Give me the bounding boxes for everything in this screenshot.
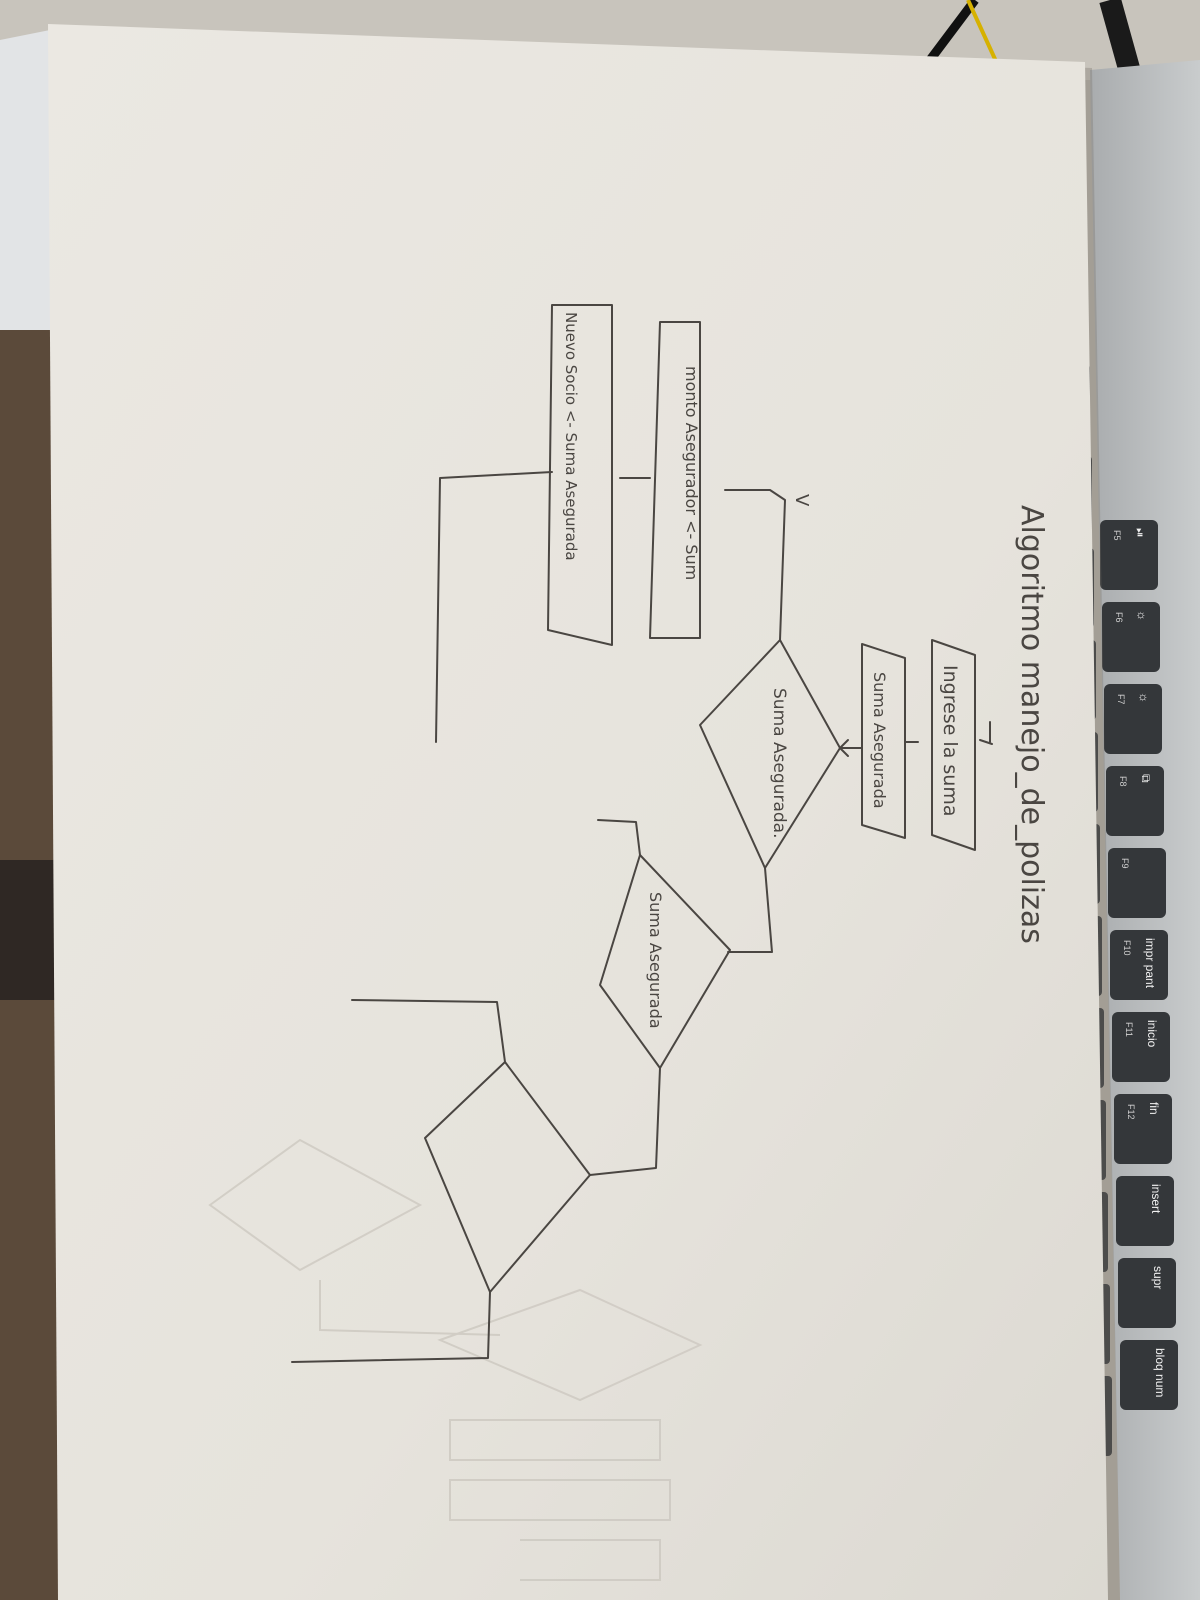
key-label: ☼ — [1137, 692, 1151, 703]
input-variable-text: Suma Asegurada — [870, 672, 889, 809]
decision-2-bottom-line — [589, 1067, 661, 1176]
key-cap — [1112, 1012, 1170, 1082]
assign-box-1 — [649, 321, 701, 639]
key-fn-label: F12 — [1126, 1104, 1136, 1120]
key-fn-label: F5 — [1112, 530, 1122, 541]
key-label: impr pant — [1143, 938, 1157, 989]
keyboard-key: ☼ F6 — [1102, 602, 1160, 672]
key-fn-label: F10 — [1122, 940, 1132, 956]
key-cap — [1110, 930, 1168, 1000]
key-label: inicio — [1145, 1020, 1159, 1048]
true-branch-mark: V — [791, 494, 812, 507]
keyboard-key: inicio F11 — [1112, 1012, 1170, 1082]
keyboard-key: F9 — [1108, 848, 1166, 918]
dark-floor-corner — [0, 860, 60, 1000]
decision-2-top-line — [597, 819, 641, 856]
key-fn-label: F6 — [1114, 612, 1124, 623]
decision-3-top-line — [351, 999, 506, 1063]
keyboard-key: insert — [1116, 1176, 1174, 1246]
key-fn-label: F9 — [1120, 858, 1130, 869]
keyboard-key: bloq num — [1120, 1340, 1178, 1410]
assign-1-text: monto Asegurador <- Sum — [682, 366, 701, 580]
key-cap — [1106, 766, 1164, 836]
keyboard-key: ☼ F7 — [1104, 684, 1162, 754]
decision-2-text: Suma Asegurada — [646, 892, 665, 1029]
key-fn-label: F11 — [1124, 1022, 1134, 1037]
key-cap — [1108, 848, 1166, 918]
bleed-through-marks — [208, 1138, 703, 1581]
key-label: ⏯ — [1133, 528, 1147, 538]
key-label: insert — [1149, 1184, 1163, 1214]
assign-2-text: Nuevo Socio <- Suma Asegurada — [562, 312, 580, 561]
keyboard-key: impr pant F10 — [1110, 930, 1168, 1000]
key-label: bloq num — [1153, 1348, 1167, 1397]
keyboard-key: ⏯ F5 — [1100, 520, 1158, 590]
key-label: ⧉ — [1139, 774, 1153, 783]
key-label: fin — [1147, 1102, 1161, 1115]
decision-1-text: Suma Asegurada. — [769, 688, 789, 838]
key-label: ☼ — [1135, 610, 1149, 621]
key-cap — [1102, 602, 1160, 672]
arrow-to-input — [979, 721, 993, 745]
input-box-2 — [861, 643, 906, 839]
key-cap — [1120, 1340, 1178, 1410]
handwriting: Algoritmo manejo_de_polizas Ingrese la s… — [562, 312, 1049, 1029]
sheet — [48, 24, 1108, 1600]
key-cap — [1100, 520, 1158, 590]
input-box-1 — [931, 639, 976, 851]
key-label: supr — [1151, 1266, 1165, 1289]
key-fn-label: F7 — [1116, 694, 1126, 705]
key-cap — [1118, 1258, 1176, 1328]
key-fn-label: F8 — [1118, 776, 1128, 787]
keyboard-key: fin F12 — [1114, 1094, 1172, 1164]
keyboard-key: ⧉ F8 — [1106, 766, 1164, 836]
keyboard-key: supr — [1118, 1258, 1176, 1328]
key-cap — [1114, 1094, 1172, 1164]
algorithm-title: Algoritmo manejo_de_polizas — [1014, 505, 1049, 944]
input-prompt-text: Ingrese la suma — [939, 665, 961, 816]
loop-line — [435, 471, 553, 743]
decision-3-bottom-line — [291, 1291, 491, 1363]
true-branch-line — [724, 489, 786, 641]
flowchart-drawing — [291, 304, 993, 1363]
false-branch-line — [727, 867, 773, 953]
key-cap — [1104, 684, 1162, 754]
key-cap — [1116, 1176, 1174, 1246]
paper-sheet — [48, 24, 1120, 1600]
white-paper-stack — [0, 30, 55, 330]
assign-box-2 — [547, 304, 613, 646]
